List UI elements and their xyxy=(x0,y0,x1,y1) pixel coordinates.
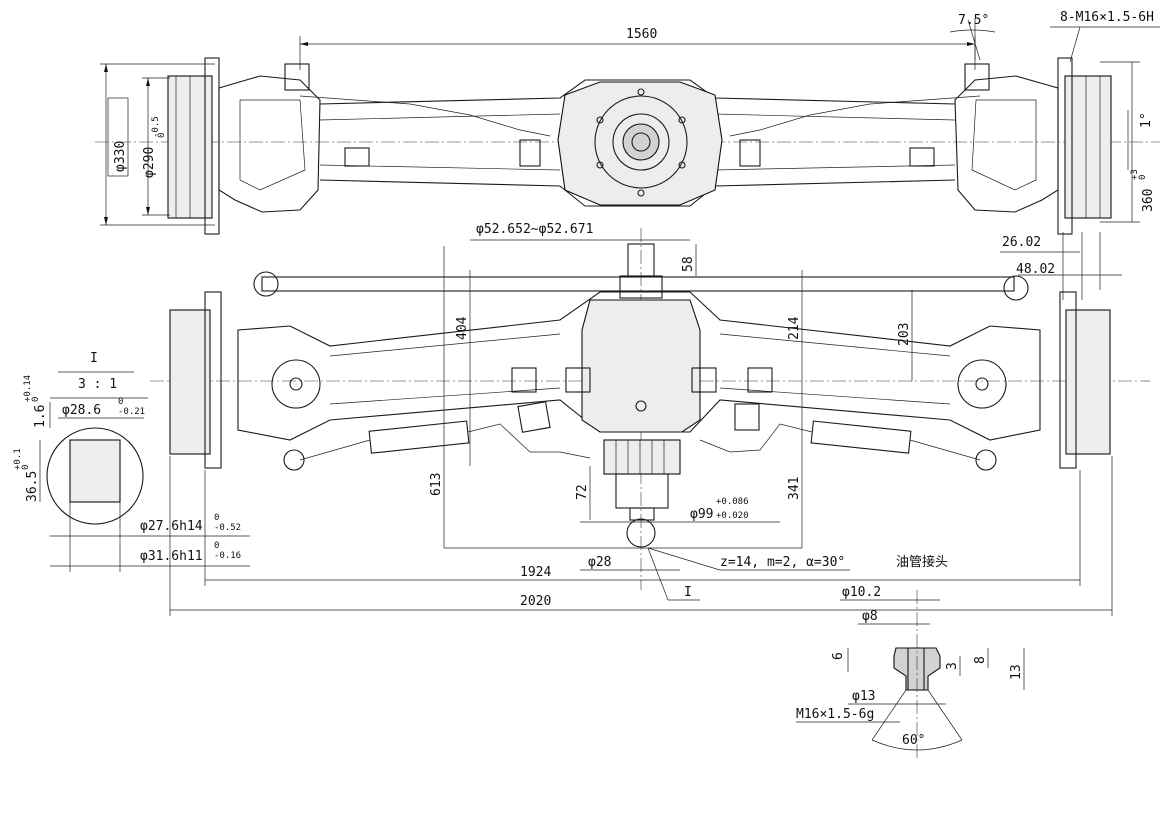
dim-72: 72 xyxy=(575,484,590,500)
dim-dia-290: φ290 xyxy=(142,147,157,178)
dim-28: φ28 xyxy=(588,555,611,570)
dim-26-02: 26.02 xyxy=(1002,235,1041,250)
oil-fitting-label: 油管接头 xyxy=(896,554,948,570)
oil-fitting-detail: φ10.2 φ8 6 3 8 13 φ13 M16×1.5-6g 60° xyxy=(796,585,1025,760)
dim-13-height: 13 xyxy=(1009,664,1024,680)
dim-1924: 1924 xyxy=(520,565,551,580)
dim-8-bore: φ8 xyxy=(862,609,878,624)
spline-spec: z=14, m=2, α=30° xyxy=(720,555,845,570)
front-view xyxy=(150,228,1150,590)
dim-angle-7-5: 7.5° xyxy=(958,13,989,28)
dim-dia-330: φ330 xyxy=(113,141,128,172)
dim-3: 3 xyxy=(945,662,960,670)
dim-341: 341 xyxy=(787,477,802,500)
dim-36-5: 36.5 xyxy=(25,471,40,502)
dim-99-tol-lower: +0.020 xyxy=(716,511,749,521)
dim-28-6-tol-lower: -0.21 xyxy=(118,407,145,417)
dim-10-2: φ10.2 xyxy=(842,585,881,600)
detail-scale: 3 : 1 xyxy=(78,377,117,392)
dim-203: 203 xyxy=(897,323,912,346)
front-view-dimensions: φ52.652~φ52.671 58 404 214 203 613 72 34… xyxy=(169,222,1113,616)
dim-360-tol-lower: 0 xyxy=(1138,175,1148,180)
dim-404: 404 xyxy=(455,316,470,340)
dim-8-height: 8 xyxy=(973,656,988,664)
flange-thread-callout: 8-M16×1.5-6H xyxy=(1060,10,1154,25)
dim-360-tol-upper: +3 xyxy=(1130,169,1140,180)
detail-title: I xyxy=(90,351,98,366)
dim-290-tol-lower: -0.5 xyxy=(151,116,161,138)
dim-99: φ99 xyxy=(690,507,713,522)
dim-tilt-angle: 1° xyxy=(1139,112,1154,128)
dim-input-shaft-dia: φ52.652~φ52.671 xyxy=(476,222,593,237)
dim-31-6-tol-lower: -0.16 xyxy=(214,551,241,561)
dim-1-6: 1.6 xyxy=(33,405,48,428)
dim-31-6-tol-upper: 0 xyxy=(214,541,219,551)
dim-214: 214 xyxy=(787,316,802,340)
dim-360: 360 xyxy=(1141,189,1156,212)
dim-6: 6 xyxy=(831,652,846,660)
dim-27-6-tol-upper: 0 xyxy=(214,513,219,523)
dim-290-tol-upper: 0 xyxy=(157,133,167,138)
dim-28-6: φ28.6 xyxy=(62,403,101,418)
dim-2020: 2020 xyxy=(520,594,551,609)
top-view xyxy=(95,57,1160,235)
dim-36-5-tol-upper: +0.1 xyxy=(13,448,23,470)
detail-I: I 3 : 1 1.6 +0.14 0 φ28.6 0 -0.21 36.5 +… xyxy=(13,351,250,572)
dim-99-tol-upper: +0.086 xyxy=(716,497,749,507)
dim-27-6-tol-lower: -0.52 xyxy=(214,523,241,533)
dim-27-6: φ27.6h14 xyxy=(140,519,203,534)
dim-28-6-tol-upper: 0 xyxy=(118,397,123,407)
top-view-dimensions: 1560 7.5° 8-M16×1.5-6H φ330 φ290 0 -0.5 … xyxy=(100,10,1160,300)
dim-1-6-tol-lower: 0 xyxy=(31,397,41,402)
dim-31-6: φ31.6h11 xyxy=(140,549,203,564)
detail-marker: I xyxy=(684,585,692,600)
angle-60: 60° xyxy=(902,733,925,748)
dim-36-5-tol-lower: 0 xyxy=(21,465,31,470)
dim-1-6-tol-upper: +0.14 xyxy=(23,375,33,402)
dim-48-02: 48.02 xyxy=(1016,262,1055,277)
dim-613: 613 xyxy=(429,473,444,496)
dim-58: 58 xyxy=(681,256,696,272)
dim-1560: 1560 xyxy=(626,27,657,42)
dim-13-dia: φ13 xyxy=(852,689,875,704)
thread-spec: M16×1.5-6g xyxy=(796,707,874,722)
